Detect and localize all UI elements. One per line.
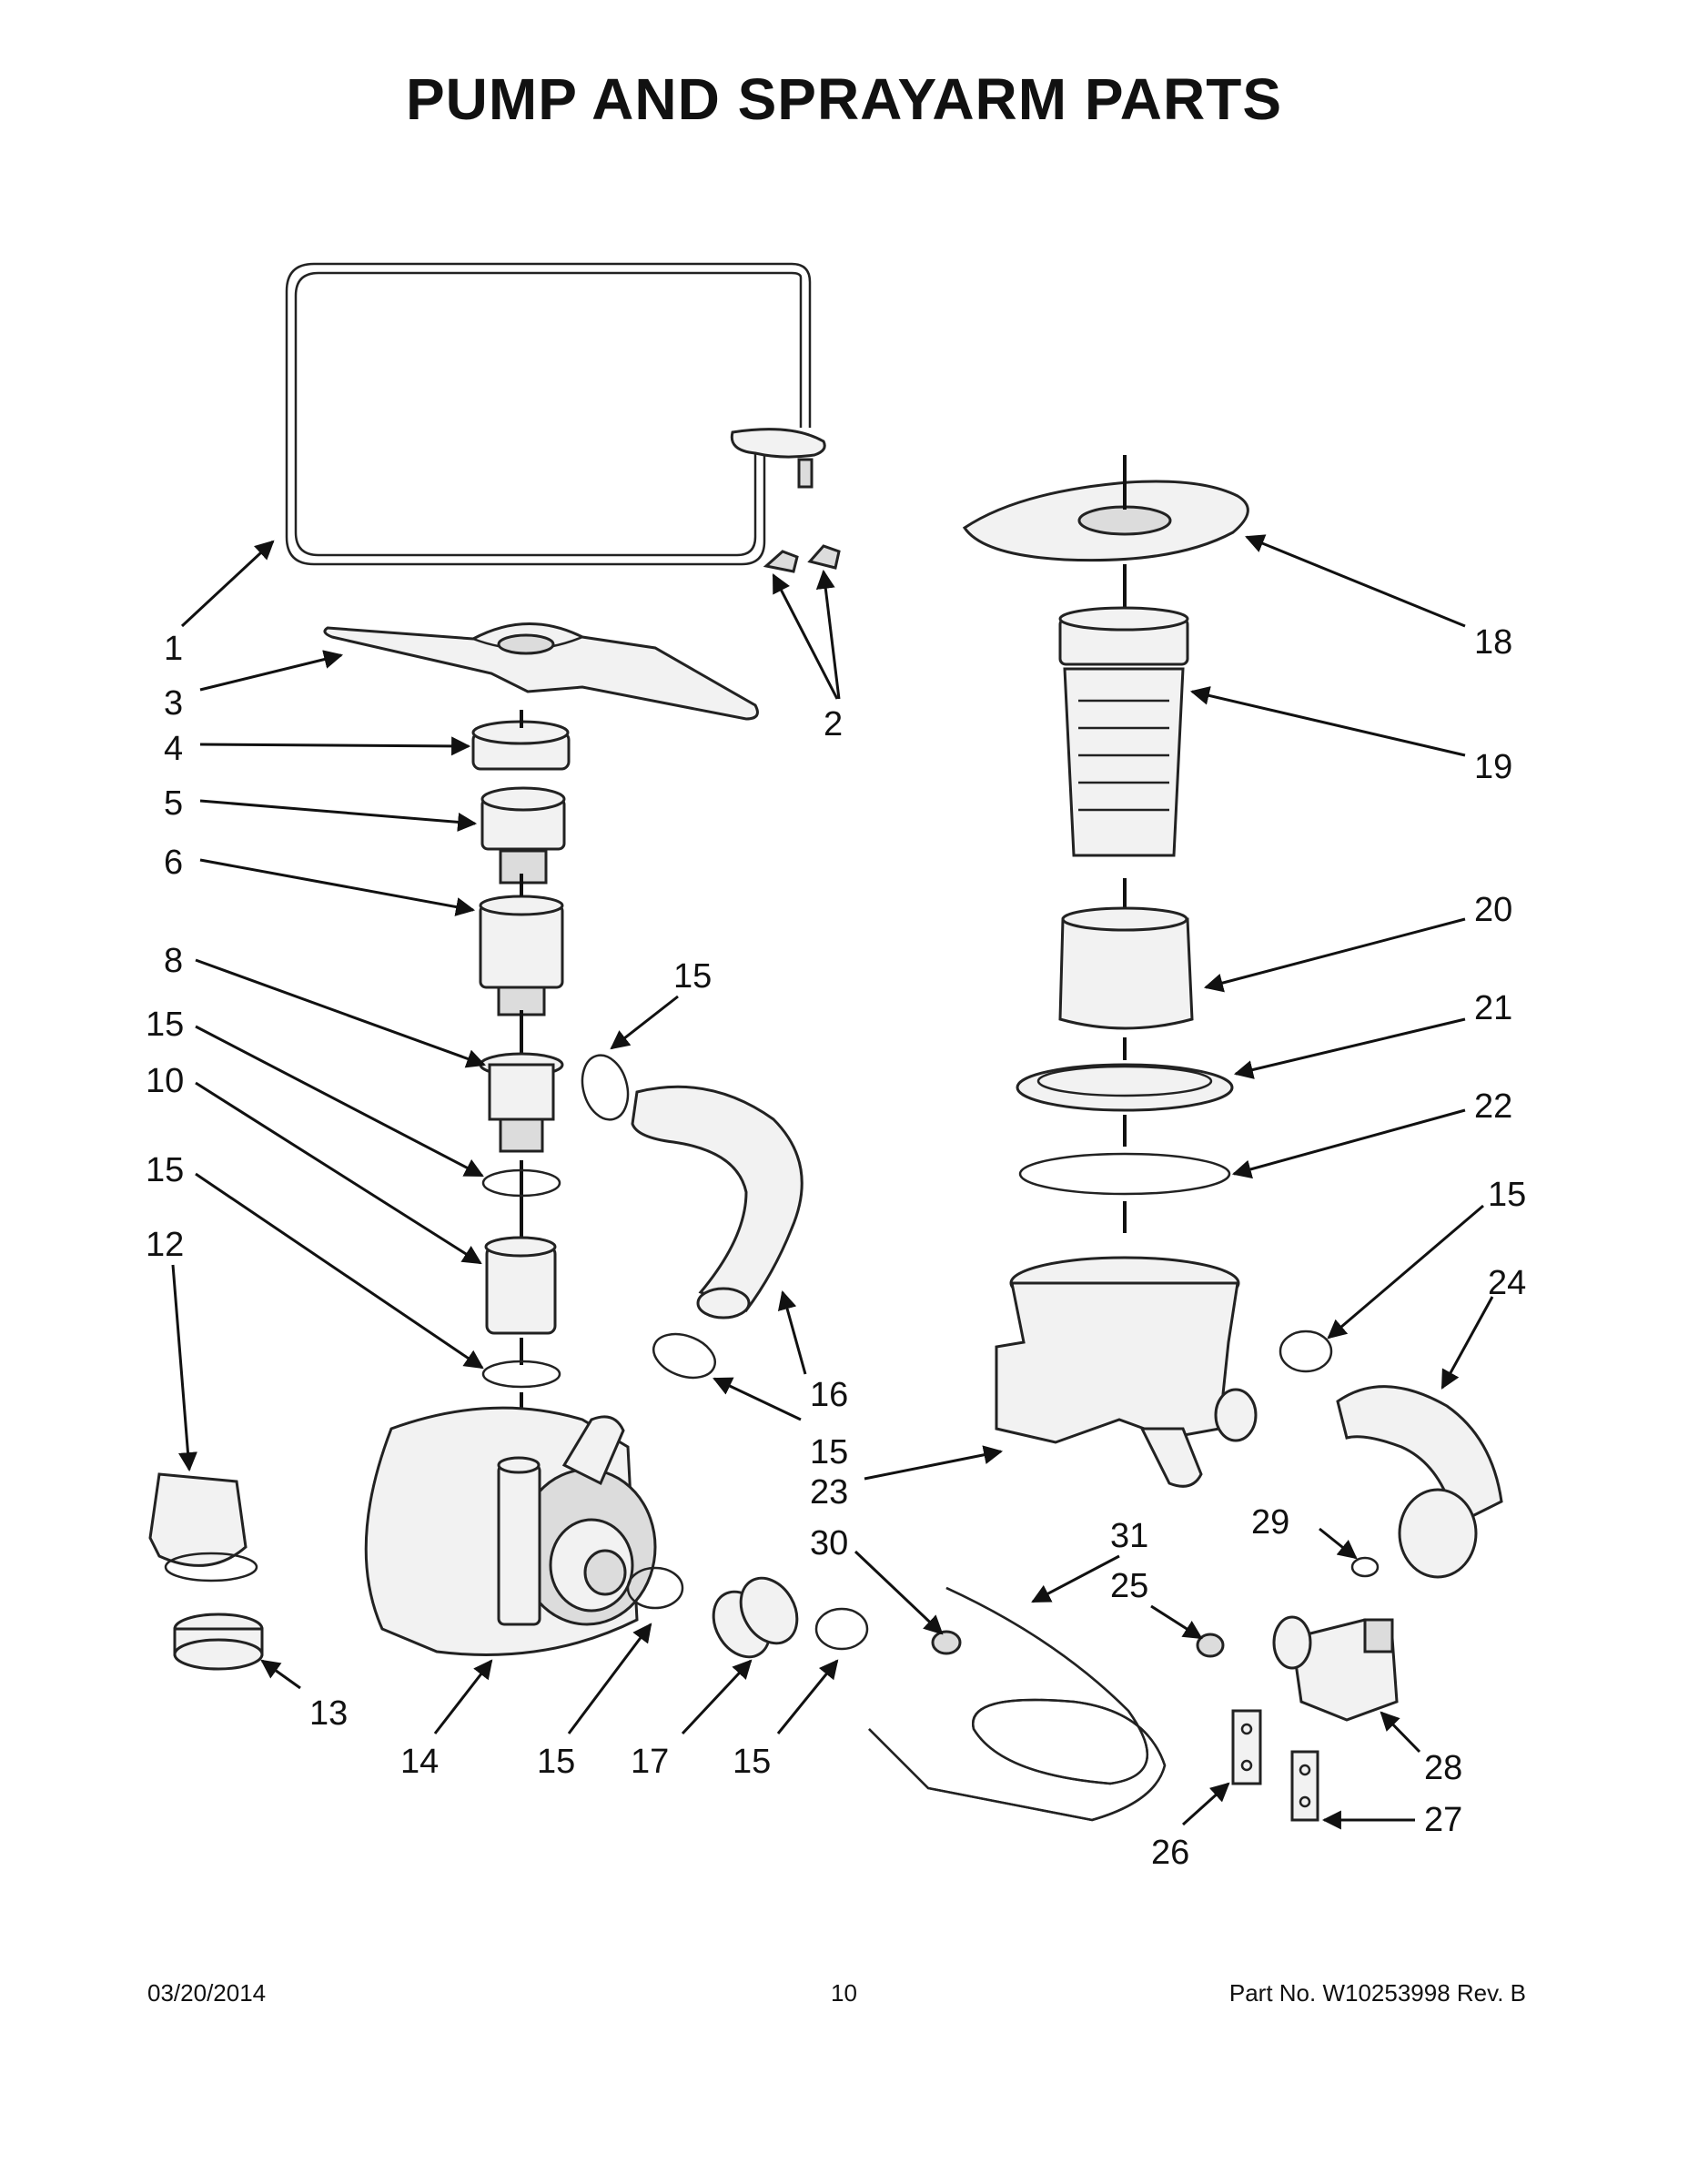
callout-15: 15 <box>673 957 712 996</box>
callout-14: 14 <box>400 1743 439 1781</box>
callout-3: 3 <box>164 684 183 723</box>
callout-15: 15 <box>146 1151 184 1189</box>
callout-22: 22 <box>1474 1087 1512 1126</box>
part-22-gasket <box>1018 1152 1231 1196</box>
part-29-clip <box>1350 1556 1380 1578</box>
part-19-upper-filter <box>1058 606 1189 857</box>
callout-25: 25 <box>1110 1567 1148 1605</box>
callout-26: 26 <box>1151 1834 1189 1872</box>
footer-page-number: 10 <box>831 1979 857 2007</box>
callout-15: 15 <box>146 1006 184 1044</box>
part-8-coupler <box>479 1052 564 1153</box>
leader-lines <box>171 534 1494 1830</box>
part-3-lower-spray-arm <box>323 622 759 721</box>
callout-16: 16 <box>810 1376 848 1414</box>
callout-15: 15 <box>733 1743 771 1781</box>
part-13-cap <box>173 1613 264 1671</box>
part-6-filter-tube <box>479 895 564 1016</box>
part-15-clamp-d <box>652 1332 716 1380</box>
part-24-drain-hose <box>1336 1385 1503 1579</box>
callout-10: 10 <box>146 1062 184 1100</box>
part-2-clips <box>763 544 841 573</box>
callout-30: 30 <box>810 1524 848 1562</box>
callout-4: 4 <box>164 730 183 768</box>
callout-19: 19 <box>1474 748 1512 786</box>
part-1-heater-loop <box>285 262 826 566</box>
part-15-clamp-f <box>814 1607 869 1651</box>
callout-18: 18 <box>1474 623 1512 662</box>
part-17-bellows <box>712 1576 799 1659</box>
callout-labels: 1 3 2 4 5 6 8 15 10 15 12 15 16 15 13 14… <box>146 623 1526 1872</box>
part-20-fine-filter <box>1058 906 1194 1030</box>
part-5-manifold <box>480 786 566 885</box>
callout-8: 8 <box>164 942 183 980</box>
part-21-retainer-ring <box>1016 1063 1234 1112</box>
part-27-plate <box>1290 1750 1319 1822</box>
callout-6: 6 <box>164 844 183 882</box>
callout-12: 12 <box>146 1226 184 1264</box>
part-14-pump-motor <box>364 1406 657 1656</box>
callout-24: 24 <box>1488 1264 1526 1302</box>
callout-15: 15 <box>1488 1176 1526 1214</box>
callout-21: 21 <box>1474 989 1512 1027</box>
part-15-clamp-c <box>581 1054 630 1121</box>
part-23-sump <box>995 1256 1258 1488</box>
callout-5: 5 <box>164 784 183 823</box>
part-28-drain-pump <box>1272 1615 1399 1722</box>
callout-1: 1 <box>164 630 183 668</box>
callout-29: 29 <box>1251 1503 1289 1542</box>
part-25-small-clamp <box>1196 1633 1225 1658</box>
part-15-clamp-g <box>1279 1330 1333 1373</box>
callout-27: 27 <box>1424 1801 1462 1839</box>
part-16-hose <box>631 1085 804 1320</box>
part-10-seal-cylinder <box>484 1236 557 1335</box>
callout-23: 23 <box>810 1473 848 1512</box>
page-title: PUMP AND SPRAYARM PARTS <box>405 66 1283 132</box>
callout-31: 31 <box>1110 1517 1148 1555</box>
callout-13: 13 <box>309 1694 348 1733</box>
part-15-clamp-a <box>481 1168 561 1198</box>
part-15-clamp-e <box>626 1566 684 1610</box>
part-15-clamp-b <box>481 1360 561 1389</box>
part-18-filter-cover <box>962 480 1249 562</box>
part-26-plate <box>1231 1709 1262 1785</box>
callout-20: 20 <box>1474 891 1512 929</box>
callout-28: 28 <box>1424 1749 1462 1787</box>
footer-part-number: Part No. W10253998 Rev. B <box>1228 1979 1526 2007</box>
part-12-bracket <box>148 1472 258 1582</box>
callout-15: 15 <box>537 1743 575 1781</box>
callout-2: 2 <box>824 705 843 743</box>
part-30-clamp <box>931 1630 962 1655</box>
footer-date: 03/20/2014 <box>147 1979 267 2007</box>
callout-17: 17 <box>631 1743 669 1781</box>
callout-15: 15 <box>810 1433 848 1471</box>
part-31-corrugated-hose <box>868 1586 1167 1822</box>
part-4-sprayarm-nut <box>471 720 571 771</box>
